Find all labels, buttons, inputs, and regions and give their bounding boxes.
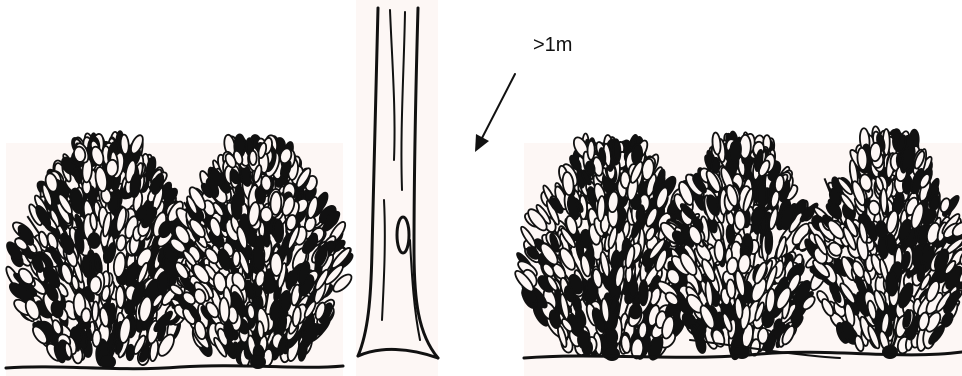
left-ground-line <box>6 366 343 369</box>
distance-label: >1m <box>533 34 572 57</box>
arrow-shaft <box>481 74 515 140</box>
